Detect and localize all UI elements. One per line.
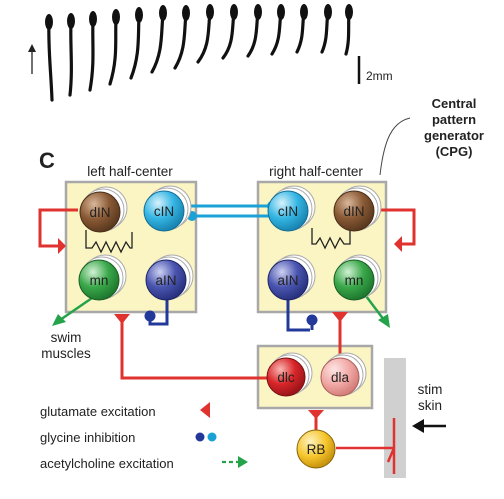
left-mn-output-line [59,296,93,322]
cpg-label-line-2: pattern [432,112,476,127]
left-mn-output-arrowhead [52,314,66,326]
dlc-commissural-path [120,320,282,380]
legend-acetylcholine-arrowhead [238,456,248,468]
legend-acetylcholine-label: acetylcholine excitation [40,456,174,471]
right-aIN-label: aIN [277,273,298,288]
left-mn-neuron: mn [78,254,127,301]
right-gap-junction [311,228,351,250]
dlc-label: dlc [277,370,295,385]
RB-neuron: RB [296,429,336,469]
left-dIN-neuron: dIN [79,186,128,233]
tadpole-sequence [45,4,353,102]
right-aIN-inhibition-path [286,298,310,332]
left-mn-label: mn [90,273,109,288]
dla-neuron: dla [320,352,367,397]
stim-arrowhead [412,419,424,433]
legend-glutamate-symbol [200,402,210,418]
legend-glutamate-label: glutamate excitation [40,404,156,419]
stim-label: stim [418,382,443,397]
right-mn-output-line [365,295,385,321]
panel-letter: C [39,148,55,173]
left-aIN-synapse [144,310,156,322]
left-aIN-label: aIN [155,273,176,288]
swim-muscles-label-line-2: muscles [41,346,91,361]
dla-excitation-arrowhead [332,312,348,322]
right-dIN-neuron: dIN [333,185,382,232]
left-cIN-neuron: cIN [143,185,192,232]
right-mn-output-arrowhead [378,314,390,328]
dlc-excitation-arrowhead [114,314,130,324]
left-dIN-excitation-arrowhead [58,238,66,254]
right-half-center-title: right half-center [269,164,363,179]
right-dIN-excitation-arrowhead [394,236,402,252]
cpg-label-line-3: generator [424,128,484,143]
tadpole-heads [45,4,353,30]
left-aIN-neuron: aIN [145,254,194,301]
left-half-center-title: left half-center [87,164,173,179]
left-dIN-label: dIN [89,205,110,220]
RB-label: RB [307,442,326,457]
scale-bar-label: 2mm [366,69,393,83]
right-aIN-neuron: aIN [267,254,316,301]
legend-glycine-label: glycine inhibition [40,430,135,445]
dlc-neuron: dlc [266,352,313,397]
left-gap-junction [85,230,133,254]
skin-label: skin [418,398,442,413]
legend-glycine-dot-cyan [207,432,217,442]
right-cIN-neuron: cIN [267,185,316,232]
right-mn-label: mn [345,273,364,288]
swim-muscles-label-line-1: swim [51,330,82,345]
left-cIN-label: cIN [154,204,174,219]
legend-glycine-dot-dark [195,432,205,442]
swim-direction-arrow [28,44,36,74]
cpg-bracket-line [379,117,411,176]
cpg-label-line-4: (CPG) [436,144,473,159]
RB-skin-neurite [336,418,396,474]
dla-label: dla [331,370,350,385]
left-dIN-feedback-path [38,208,78,248]
right-mn-neuron: mn [333,254,382,301]
right-dIN-feedback-path [376,208,416,246]
cpg-label-line-1: Central [432,96,477,111]
right-cIN-label: cIN [278,204,298,219]
right-dIN-label: dIN [343,204,364,219]
RB-excitation-arrowhead [308,410,324,419]
